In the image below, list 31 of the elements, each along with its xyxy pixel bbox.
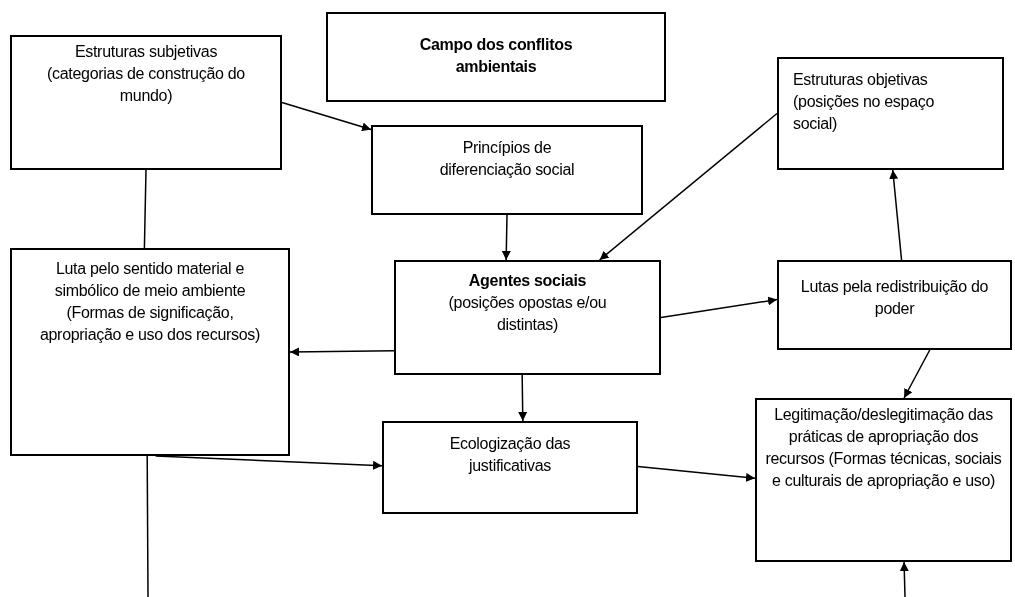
- arrow: [501, 214, 511, 261]
- arrow: [889, 169, 903, 261]
- arrow: [598, 112, 778, 261]
- arrow: [281, 101, 372, 132]
- box-text: Luta pelo sentido material e simbólico de meio ambiente (Formas de significação, apropriação e uso dos recursos): [38, 259, 262, 345]
- process-box: [326, 12, 666, 102]
- connector-line: [143, 169, 147, 249]
- process-box: [382, 421, 638, 514]
- box-text: Campo dos conflitos ambientais: [418, 35, 574, 77]
- process-box: [777, 260, 1012, 350]
- process-box: [394, 260, 661, 375]
- connector-line: [146, 455, 149, 597]
- arrow: [637, 465, 756, 482]
- arrow: [899, 561, 909, 597]
- box-text: Lutas pela redistribuição do poder: [799, 277, 990, 319]
- arrow: [660, 296, 778, 319]
- process-box: [755, 398, 1012, 562]
- box-heading: Agentes sociais: [468, 271, 587, 291]
- box-text: Princípios de diferenciação social: [438, 138, 576, 180]
- arrow: [903, 349, 931, 399]
- process-box: [777, 57, 1004, 170]
- box-text: Ecologização das justificativas: [448, 434, 572, 476]
- process-box: [371, 125, 643, 215]
- box-text: Estruturas objetivas (posições no espaço social): [793, 70, 936, 134]
- box-text: Legitimação/deslegitimação das práticas de apropriação dos recursos (Formas técnicas, sociais e culturais de apropriação e uso): [764, 405, 1003, 491]
- box-text: Estruturas subjetivas (categorias de construção do mundo): [46, 42, 246, 106]
- process-box: [10, 35, 282, 170]
- process-box: [10, 248, 290, 456]
- arrow: [289, 347, 395, 357]
- arrow: [518, 374, 528, 422]
- box-text: (posições opostas e/ou distintas): [447, 293, 608, 335]
